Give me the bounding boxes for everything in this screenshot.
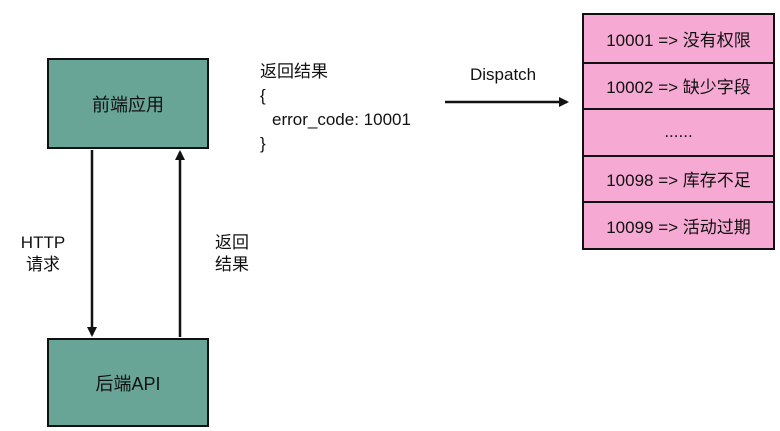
backend-box: 后端API (47, 338, 209, 427)
error-code-row: 10002 => 缺少字段 (584, 61, 773, 109)
error-code-row: 10001 => 没有权限 (606, 30, 751, 50)
dispatch-label: Dispatch (470, 65, 537, 84)
error-code-table: 10001 => 没有权限 10002 => 缺少字段 ...... 10098… (582, 13, 775, 250)
request-label-line1: HTTP (20, 233, 66, 252)
return-label-line2: 结果 (215, 255, 249, 274)
response-body: error_code: 10001 (272, 110, 411, 129)
response-open-brace: { (260, 86, 266, 105)
response-block: 返回结果 { error_code: 10001 } (260, 60, 411, 156)
frontend-label: 前端应用 (92, 94, 164, 115)
return-label: 返回 结果 (210, 232, 254, 276)
backend-label: 后端API (95, 373, 161, 394)
response-close-brace: } (260, 134, 266, 153)
frontend-box: 前端应用 (47, 58, 209, 149)
response-title: 返回结果 (260, 62, 328, 81)
request-label: HTTP 请求 (12, 232, 74, 276)
error-code-row: 10098 => 库存不足 (584, 154, 773, 202)
error-code-row: 10099 => 活动过期 (584, 201, 773, 248)
request-label-line2: 请求 (26, 255, 60, 274)
error-code-row-ellipsis: ...... (584, 108, 773, 155)
return-label-line1: 返回 (215, 233, 249, 252)
